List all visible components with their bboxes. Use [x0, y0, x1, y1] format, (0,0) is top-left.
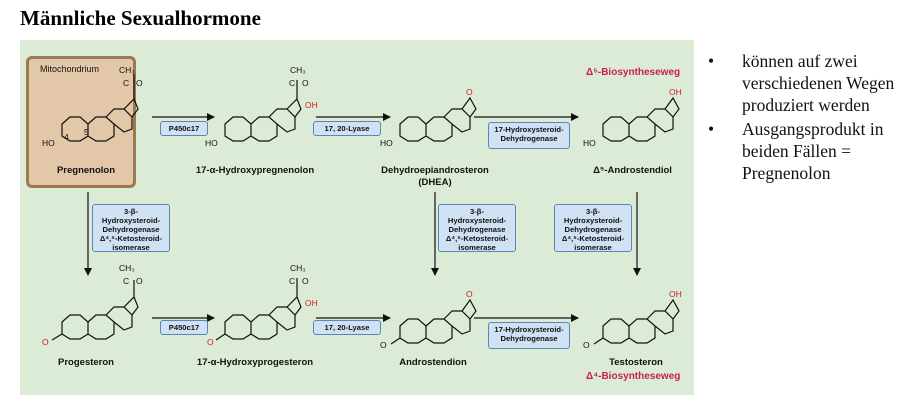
carbonyl-o: O: [302, 276, 309, 286]
ho-label: HO: [42, 138, 55, 148]
enzyme-3bhsd-middle: 3-β-Hydroxysteroid- Dehydrogenase Δ⁴,⁵-K…: [438, 204, 516, 252]
carbon-4-label: 4: [64, 132, 69, 142]
keto-o-label: O: [466, 289, 473, 299]
page-title: Männliche Sexualhormone: [20, 6, 261, 30]
compound-hydroxyprogesteron: 17-α-Hydroxyprogesteron: [196, 357, 314, 368]
enzyme-3bhsd-right: 3-β-Hydroxysteroid- Dehydrogenase Δ⁴,⁵-K…: [554, 204, 632, 252]
testosteron-structure: OH O: [583, 289, 682, 350]
enzyme-17hsd-bottom: 17-Hydroxysteroid- Dehydrogenase: [488, 322, 570, 349]
carbonyl-c: C: [289, 78, 295, 88]
enzyme-p450c17-top: P450c17: [160, 121, 208, 136]
keto-o-3-label: O: [380, 340, 387, 350]
oh-label: OH: [669, 87, 682, 97]
mitochondrium-box: [26, 56, 136, 188]
compound-androstendiol: Δ⁵-Androstendiol: [593, 165, 672, 176]
carbonyl-o: O: [136, 78, 143, 88]
carbonyl-o: O: [136, 276, 143, 286]
compound-androstendion: Androstendion: [399, 357, 467, 368]
carbonyl-c: C: [123, 78, 129, 88]
androstendion-structure: O O: [380, 289, 477, 350]
carbonyl-c: C: [289, 276, 295, 286]
androstendiol-structure: OH HO: [583, 87, 682, 148]
ch3-label: CH₃: [290, 263, 306, 273]
ch3-label: CH₃: [119, 65, 135, 75]
enzyme-3bhsd-left: 3-β-Hydroxysteroid- Dehydrogenase Δ⁴,⁵-K…: [92, 204, 170, 252]
enzyme-lyase-bottom: 17, 20-Lyase: [313, 320, 381, 335]
carbonyl-c: C: [123, 276, 129, 286]
compound-testosteron: Testosteron: [609, 357, 663, 368]
compound-progesteron: Progesteron: [58, 357, 114, 368]
bullet-list: können auf zwei verschiedenen Wegen prod…: [705, 50, 905, 186]
carbon-5-label: 5: [84, 127, 89, 137]
carbonyl-o: O: [302, 78, 309, 88]
compound-pregnenolon: Pregnenolon: [56, 165, 116, 176]
hydroxyprogesteron-structure: CH₃ C O OH O: [207, 263, 318, 347]
mitochondrium-label: Mitochondrium: [40, 64, 100, 74]
keto-o-label: O: [583, 340, 590, 350]
enzyme-17hsd-top: 17-Hydroxysteroid- Dehydrogenase: [488, 122, 570, 149]
pathway-label-delta5: Δ⁵-Biosyntheseweg: [586, 67, 681, 78]
ch3-label: CH₃: [290, 65, 306, 75]
hydroxypregnenolon-structure: CH₃ C O OH HO: [205, 65, 318, 148]
keto-o-label: O: [466, 87, 473, 97]
keto-o-label: O: [207, 337, 214, 347]
oh-label: OH: [669, 289, 682, 299]
keto-o-label: O: [42, 337, 49, 347]
compound-dhea: Dehydroepiandrosteron (DHEA): [381, 165, 489, 188]
oh-label: OH: [305, 100, 318, 110]
enzyme-p450c17-bottom: P450c17: [160, 320, 208, 335]
pathway-label-delta4: Δ⁴-Biosyntheseweg: [586, 371, 681, 382]
bullet-item: können auf zwei verschiedenen Wegen prod…: [705, 50, 905, 116]
bullet-item: Ausgangsprodukt in beiden Fällen = Pregn…: [705, 118, 905, 184]
pregnenolon-structure: CH₃ C O HO 4 5: [42, 65, 143, 148]
ho-label: HO: [583, 138, 596, 148]
oh-label: OH: [305, 298, 318, 308]
progesteron-structure: CH₃ C O O: [42, 263, 143, 347]
ch3-label: CH₃: [119, 263, 135, 273]
enzyme-lyase-top: 17, 20-Lyase: [313, 121, 381, 136]
dhea-structure: O HO: [380, 87, 477, 148]
compound-hydroxypregnenolon: 17-α-Hydroxypregnenolon: [195, 165, 315, 176]
ho-label: HO: [205, 138, 218, 148]
ho-label: HO: [380, 138, 393, 148]
